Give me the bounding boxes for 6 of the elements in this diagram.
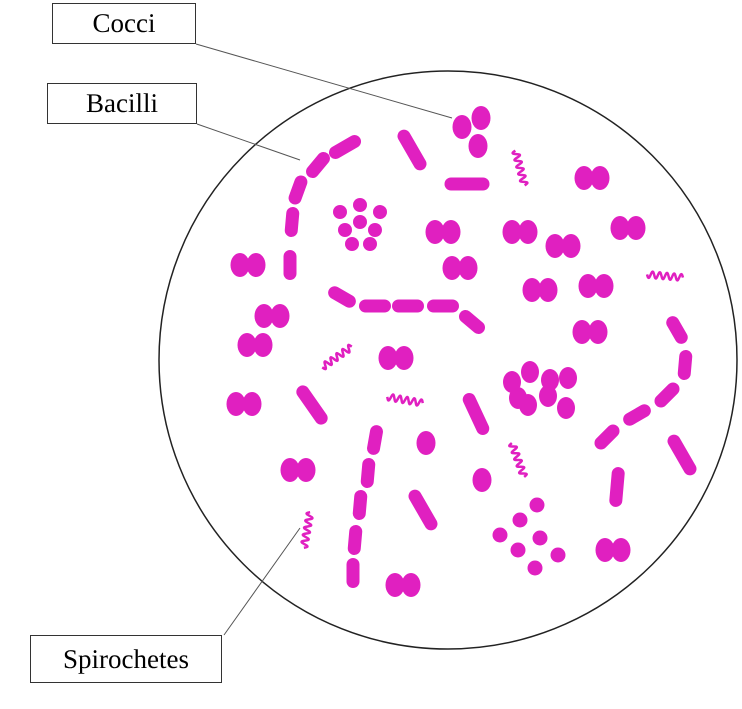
leader-line xyxy=(196,44,452,118)
label-box: Cocci xyxy=(52,3,196,44)
label-box: Bacilli xyxy=(47,83,197,124)
leader-line xyxy=(224,528,300,636)
leader-line xyxy=(196,124,300,160)
label-box: Spirochetes xyxy=(30,635,222,683)
